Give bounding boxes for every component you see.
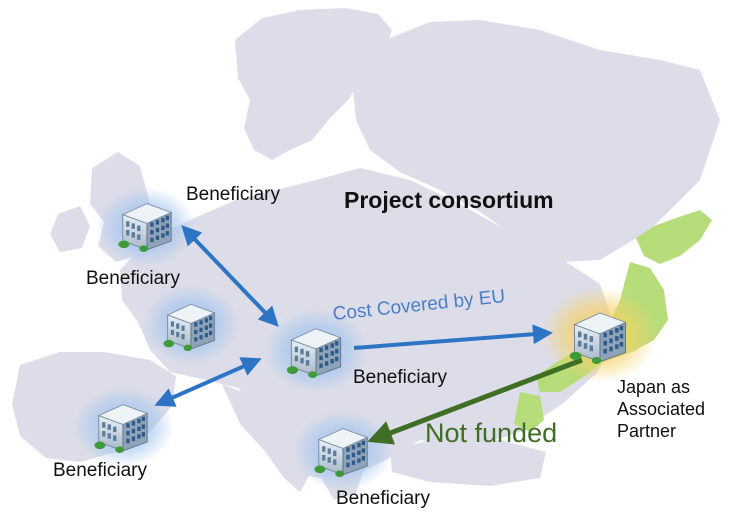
turkey-landmass: [390, 438, 546, 486]
spain-center-arrow: [154, 357, 262, 407]
japan-kyushu: [514, 392, 544, 432]
not-funded-link-arrow: [367, 357, 583, 445]
center-node-label: Beneficiary: [353, 367, 447, 388]
south-node-label: Beneficiary: [336, 488, 430, 509]
italy-landmass: [222, 384, 310, 492]
not-funded-link-label: Not funded: [425, 418, 558, 448]
japan-label-line-3: Partner: [617, 421, 677, 441]
uk-node-label-secondary: Beneficiary: [86, 268, 180, 289]
japan-node-label: Japan as Associated Partner: [617, 376, 741, 442]
uk-node-label: Beneficiary: [186, 184, 280, 205]
scandinavia-landmass: [235, 8, 392, 160]
japan-hokkaido: [636, 210, 712, 264]
finland-russia-landmass: [352, 20, 720, 262]
japan-label-line-1: Japan as: [617, 377, 691, 397]
ireland-landmass: [50, 206, 90, 252]
japan-label-line-2: Associated: [617, 399, 706, 419]
uk-center-arrow: [181, 225, 279, 327]
funded-link-arrow: [353, 324, 553, 350]
diagram-title: Project consortium: [344, 187, 554, 213]
spain-node-label: Beneficiary: [53, 460, 147, 481]
